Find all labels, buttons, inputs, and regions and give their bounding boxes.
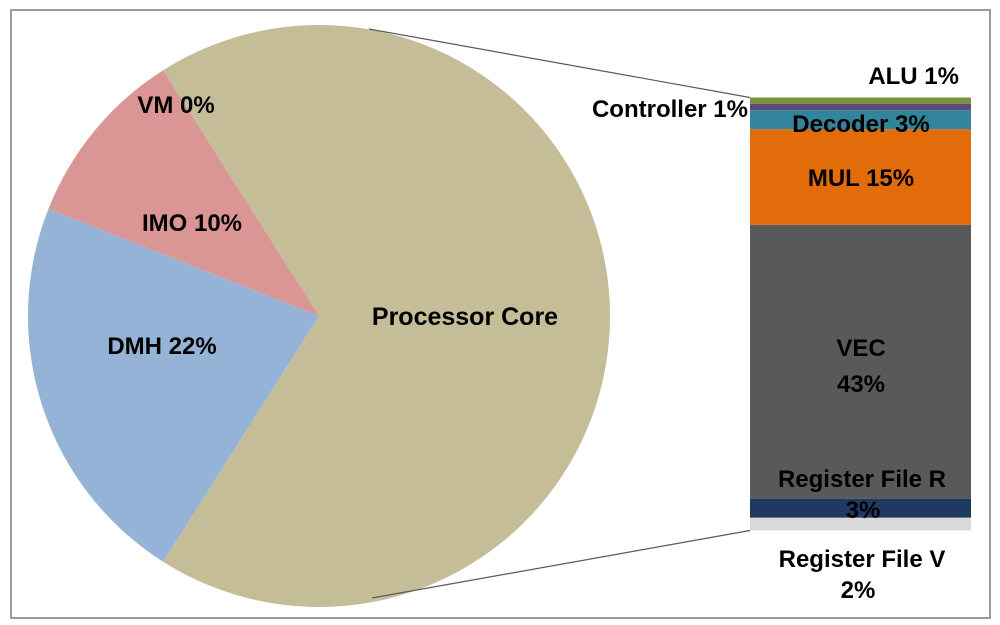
- bar-label-alu: ALU 1%: [868, 63, 959, 90]
- bar-segment-decoder: [750, 110, 971, 130]
- bar-segment-controller: [750, 103, 971, 111]
- pie-slice-processor-core: [163, 25, 610, 607]
- pie-label-imo: IMO 10%: [142, 210, 242, 237]
- connector-line-top: [368, 28, 751, 99]
- chart-frame-border: [10, 9, 991, 619]
- bar-label-mul: MUL 15%: [808, 165, 914, 192]
- pie-label-processor-core: Processor Core: [372, 303, 558, 331]
- pie-slice-dmh: [28, 208, 319, 562]
- bar-label-register-file-v-pct: 2%: [841, 577, 876, 604]
- pie-label-vm: VM 0%: [137, 92, 214, 119]
- bar-segment-register-file-v: [750, 517, 971, 531]
- bar-segment-vec: [750, 224, 971, 499]
- bar-label-vec-name: VEC: [836, 335, 885, 362]
- bar-label-controller: Controller 1%: [592, 96, 748, 123]
- bar-label-decoder: Decoder 3%: [792, 111, 929, 138]
- pie-chart: [28, 25, 610, 607]
- bar-label-register-file-r-name: Register File R: [778, 466, 946, 493]
- pie-label-dmh: DMH 22%: [107, 333, 216, 360]
- bar-label-register-file-r-pct: 3%: [846, 497, 881, 524]
- bar-segment-alu: [750, 97, 971, 104]
- bar-segment-mul: [750, 129, 971, 225]
- breakdown-stacked-bar: [750, 97, 971, 531]
- bar-label-vec-pct: 43%: [837, 371, 885, 398]
- bar-label-register-file-v-name: Register File V: [779, 546, 946, 573]
- connector-line-bottom: [371, 529, 751, 599]
- pie-slice-imo: [48, 70, 319, 316]
- bar-segment-register-file-r: [750, 498, 971, 518]
